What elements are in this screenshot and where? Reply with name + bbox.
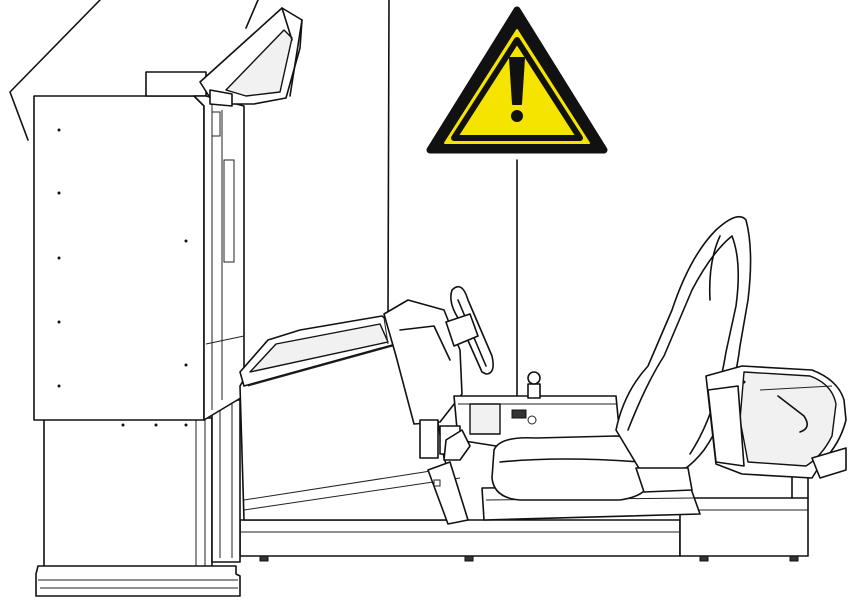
steering-wheel xyxy=(445,285,494,375)
main-cabinet xyxy=(33,71,245,597)
callout-lines xyxy=(9,0,518,405)
rear-hood xyxy=(705,365,847,479)
warning-triangle-inner-border xyxy=(451,37,583,141)
dashboard-callout-line xyxy=(387,0,390,317)
cabinet-callout-line xyxy=(9,0,101,141)
control-panel xyxy=(439,371,621,461)
warning-label-part-number: No. 6014B-ISO xyxy=(548,144,584,150)
warning-label-manufacturer: HCS, Inc. 800-748-0241 xyxy=(447,144,504,150)
cabinet-rivets xyxy=(57,128,188,427)
warning-label: HCS, Inc. 800-748-0241 No. 6014B-ISO xyxy=(426,6,608,154)
seat xyxy=(481,215,752,521)
marquee-hood xyxy=(199,7,303,107)
exclamation-icon xyxy=(509,57,525,122)
marquee-callout-line xyxy=(245,0,259,29)
base-platform xyxy=(239,467,809,562)
dashboard xyxy=(239,299,463,459)
gear-shifter xyxy=(527,371,541,399)
